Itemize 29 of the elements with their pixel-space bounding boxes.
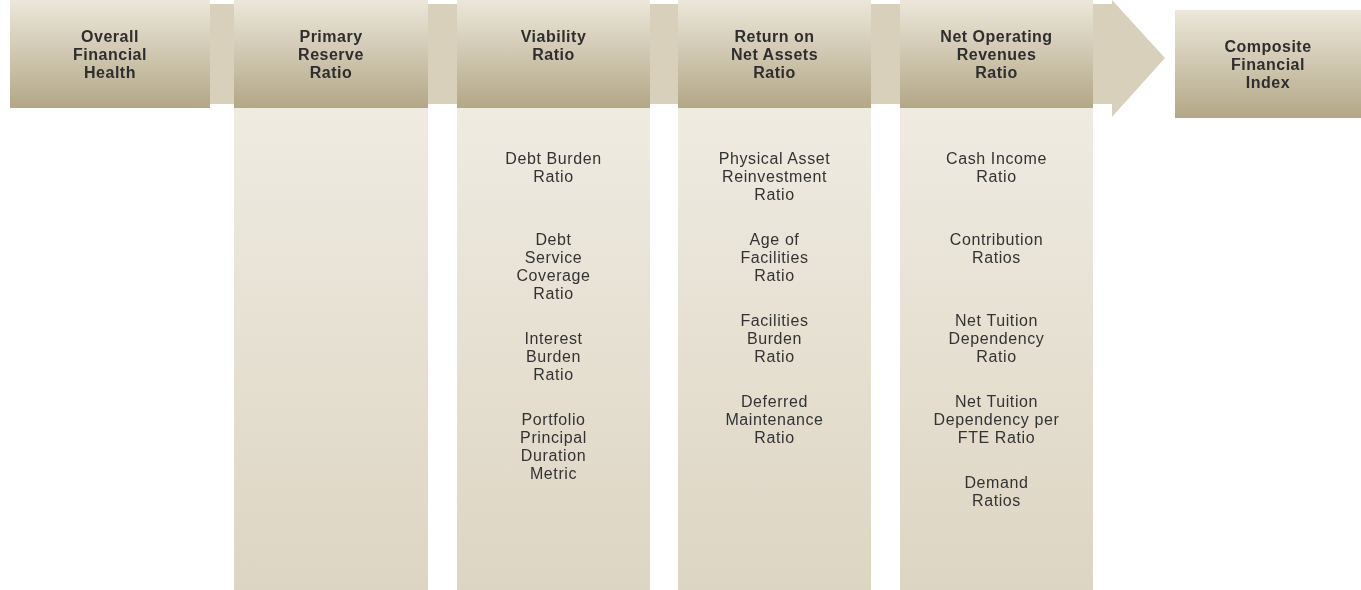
header-band xyxy=(234,0,428,108)
header-text: Primary Reserve Ratio xyxy=(297,28,365,82)
ratio-label: Age of Facilities Ratio xyxy=(732,231,817,285)
ratio-label: Interest Burden Ratio xyxy=(516,330,591,384)
ratio-label: Net Tuition Dependency Ratio xyxy=(941,312,1052,366)
column-panel xyxy=(900,0,1093,590)
header-band xyxy=(1175,10,1361,118)
ratio-label: Facilities Burden Ratio xyxy=(732,312,817,366)
header-text: Net Operating Revenues Ratio xyxy=(939,28,1054,82)
header-band xyxy=(457,0,650,108)
ratio-label: Portfolio Principal Duration Metric xyxy=(507,411,600,483)
ratio-label: Cash Income Ratio xyxy=(931,150,1062,186)
header-text: Composite Financial Index xyxy=(1223,38,1313,92)
ratio-label: Debt Service Coverage Ratio xyxy=(513,231,594,303)
header-band xyxy=(900,0,1093,108)
header-text: Return on Net Assets Ratio xyxy=(729,28,820,82)
column-panel xyxy=(234,0,428,590)
header-text: Overall Financial Health xyxy=(72,28,148,82)
column-panel xyxy=(678,0,871,590)
ratio-label: Physical Asset Reinvestment Ratio xyxy=(704,150,845,204)
header-text: Viability Ratio xyxy=(519,28,588,64)
ratio-label: Contribution Ratios xyxy=(936,231,1057,267)
column-panel xyxy=(457,0,650,590)
ratio-label: Net Tuition Dependency per FTE Ratio xyxy=(929,393,1064,447)
header-band xyxy=(10,0,210,108)
ratio-label: Debt Burden Ratio xyxy=(498,150,609,186)
header-band xyxy=(678,0,871,108)
ratio-label: Deferred Maintenance Ratio xyxy=(709,393,840,447)
ratio-label: Demand Ratios xyxy=(956,474,1037,510)
